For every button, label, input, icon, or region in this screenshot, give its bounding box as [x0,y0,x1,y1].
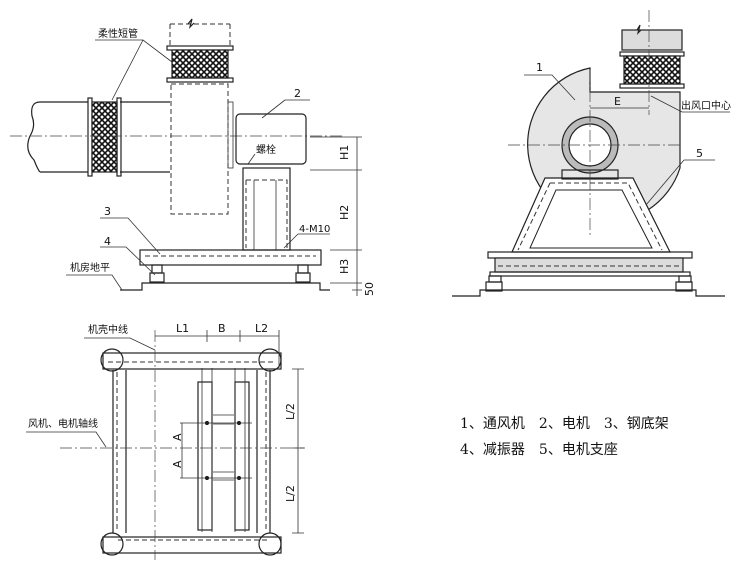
legend-line-1: 1、通风机 2、电机 3、钢底架 [460,416,669,432]
dim-50: 50 [363,282,376,296]
damper-left [151,264,163,274]
front-base-frame [494,257,684,273]
dim-a-top: A [171,433,184,441]
motor [235,113,307,165]
flexible-duct-label: 柔性短管 [98,27,138,40]
base-frame-callout: 3 [104,205,111,218]
motor-seat-rail-left [197,381,213,531]
shaft-axis-label: 风机、电机轴线 [28,417,98,430]
front-view: E 出风口中心 1 5 [452,10,731,297]
fan-callout: 1 [536,61,543,74]
flexible-duct-vertical [171,49,229,79]
flexible-duct-outlet [623,55,681,85]
dim-h2: H2 [338,205,351,220]
damper-right [297,264,309,274]
legend-line-2: 4、减振器 5、电机支座 [460,442,618,458]
motor-callout: 2 [294,87,301,100]
dim-h1: H1 [338,145,351,160]
steel-base-frame [139,249,322,266]
dim-a-bottom: A [171,460,184,468]
bolt-label: 螺栓 [256,143,276,156]
casing-centerline-label: 机壳中线 [88,323,128,336]
fan-casing-side [170,83,229,215]
flexible-duct-horizontal [91,101,118,173]
dim-b: B [218,322,226,335]
plan-view: A A L1 B L2 L/2 L/2 机壳中线 风机、电机轴线 [26,322,305,560]
side-view: H1 H2 H3 50 柔性短管 2 螺栓 3 4-M10 4 机房地平 [10,18,376,296]
outlet-center-label: 出风口中心 [681,99,731,112]
dim-l1: L1 [176,322,189,335]
bolt-spec-label: 4-M10 [299,224,330,235]
dim-h3: H3 [338,259,351,274]
motor-seat-callout: 5 [696,147,703,160]
floor-label: 机房地平 [70,261,110,274]
dim-half-l-bottom: L/2 [284,485,297,502]
damper-callout: 4 [104,235,111,248]
motor-seat-rail-right [234,381,250,531]
dim-l2: L2 [255,322,268,335]
dim-e: E [614,95,621,108]
dim-half-l-top: L/2 [284,403,297,420]
legend: 1、通风机 2、电机 3、钢底架 4、减振器 5、电机支座 [460,416,669,458]
damper-plan [100,348,124,372]
